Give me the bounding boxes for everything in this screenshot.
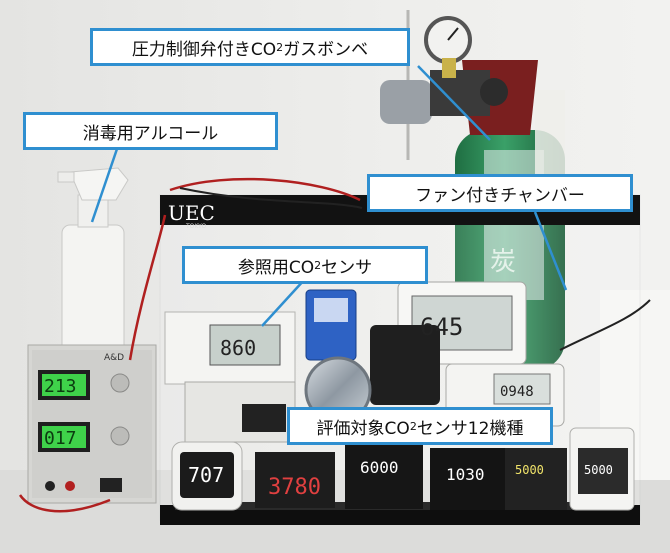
psu-display-bottom: 017 bbox=[44, 428, 77, 449]
chamber-brand-sub-text: TOKYO bbox=[185, 223, 206, 230]
callout-disinfectant: 消毒用アルコール bbox=[23, 112, 278, 150]
reading-d: 1030 bbox=[446, 465, 485, 484]
clock-reading: 0948 bbox=[500, 384, 534, 400]
reading-a: 707 bbox=[188, 463, 224, 487]
reading-b: 3780 bbox=[268, 475, 321, 500]
callout-pointers bbox=[90, 65, 568, 327]
bottom-sensor-row bbox=[171, 427, 635, 511]
cylinder-text: 炭 bbox=[490, 247, 516, 277]
reading-f: 5000 bbox=[584, 463, 613, 477]
reading-e: 5000 bbox=[515, 463, 544, 477]
psu-brand: A&D bbox=[104, 353, 124, 363]
callout-fan-chamber: ファン付きチャンバー bbox=[367, 174, 633, 212]
reference-sensor-device bbox=[164, 311, 296, 385]
psu-display-top: 213 bbox=[44, 376, 77, 397]
reference-reading: 860 bbox=[220, 336, 256, 360]
chamber-brand-text: UEC bbox=[168, 201, 215, 225]
big-display-reading: 645 bbox=[420, 313, 463, 341]
reading-c: 6000 bbox=[360, 458, 399, 477]
regulator bbox=[380, 10, 508, 160]
power-supply bbox=[27, 344, 157, 504]
